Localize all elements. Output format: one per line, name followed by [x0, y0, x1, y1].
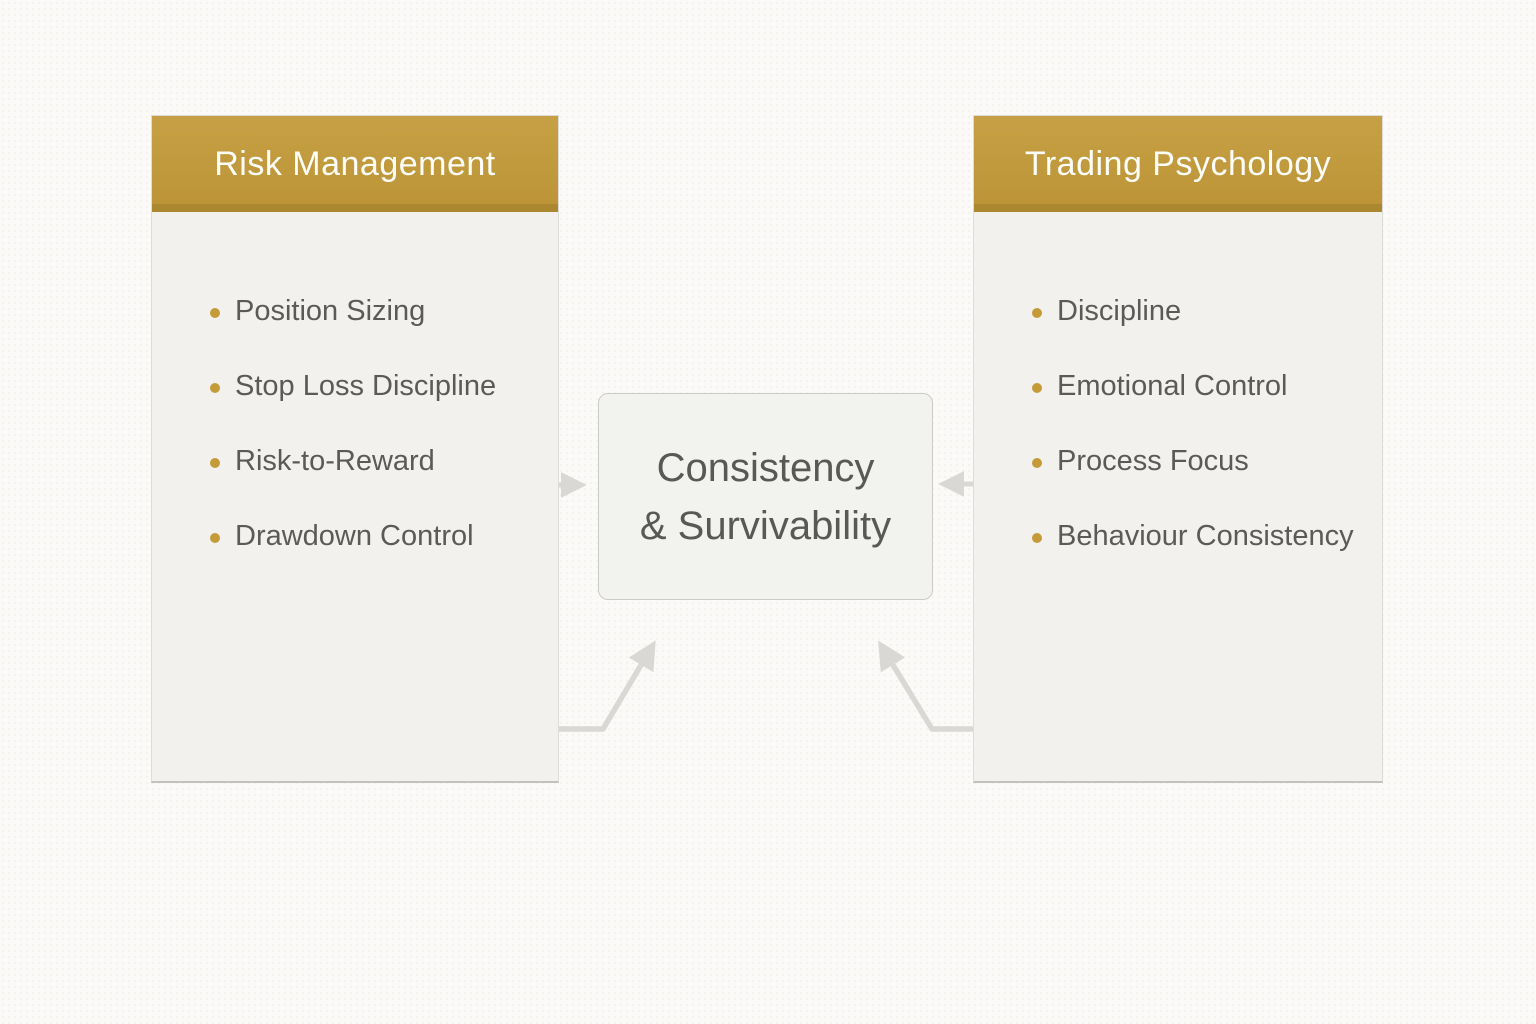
bullet-dot-icon — [1032, 457, 1042, 468]
bullet-dot-icon — [1032, 382, 1042, 393]
bullet-dot-icon — [210, 382, 220, 393]
consistency-survivability-box: Consistency & Survivability — [598, 393, 933, 600]
trading-psychology-header: Trading Psychology — [974, 116, 1382, 204]
list-item: Process Focus — [1032, 444, 1372, 478]
list-item-label: Discipline — [1057, 295, 1182, 327]
list-item-label: Emotional Control — [1057, 370, 1288, 402]
panel-title: Trading Psychology — [1024, 144, 1332, 183]
bullet-dot-icon — [210, 307, 220, 318]
trading-psychology-list: Discipline Emotional Control Process Foc… — [974, 212, 1382, 553]
center-box-line2: & Survivability — [639, 503, 892, 548]
list-item: Emotional Control — [1032, 369, 1372, 403]
header-accent-band — [974, 204, 1382, 212]
list-item: Position Sizing — [210, 294, 548, 328]
risk-management-list: Position Sizing Stop Loss Discipline Ris… — [152, 212, 558, 553]
list-item-label: Risk-to-Reward — [235, 445, 435, 477]
list-item-label: Drawdown Control — [235, 520, 474, 552]
list-item: Stop Loss Discipline — [210, 369, 548, 403]
list-item-label: Position Sizing — [235, 295, 426, 327]
panel-title: Risk Management — [214, 144, 496, 183]
bullet-dot-icon — [1032, 307, 1042, 318]
bullet-dot-icon — [210, 532, 220, 543]
bullet-dot-icon — [1032, 532, 1042, 543]
header-accent-band — [152, 204, 558, 212]
list-item-label: Stop Loss Discipline — [235, 370, 497, 402]
list-item-label: Process Focus — [1057, 445, 1249, 477]
risk-management-panel: Risk Management Position Sizing Stop Los… — [151, 115, 559, 783]
list-item: Risk-to-Reward — [210, 444, 548, 478]
list-item-label: Behaviour Consistency — [1057, 520, 1354, 552]
list-item: Behaviour Consistency — [1032, 519, 1372, 553]
list-item: Drawdown Control — [210, 519, 548, 553]
risk-management-header: Risk Management — [152, 116, 558, 204]
center-box-line1: Consistency — [656, 445, 875, 490]
list-item: Discipline — [1032, 294, 1372, 328]
bullet-dot-icon — [210, 457, 220, 468]
trading-psychology-panel: Trading Psychology Discipline Emotional … — [973, 115, 1383, 783]
